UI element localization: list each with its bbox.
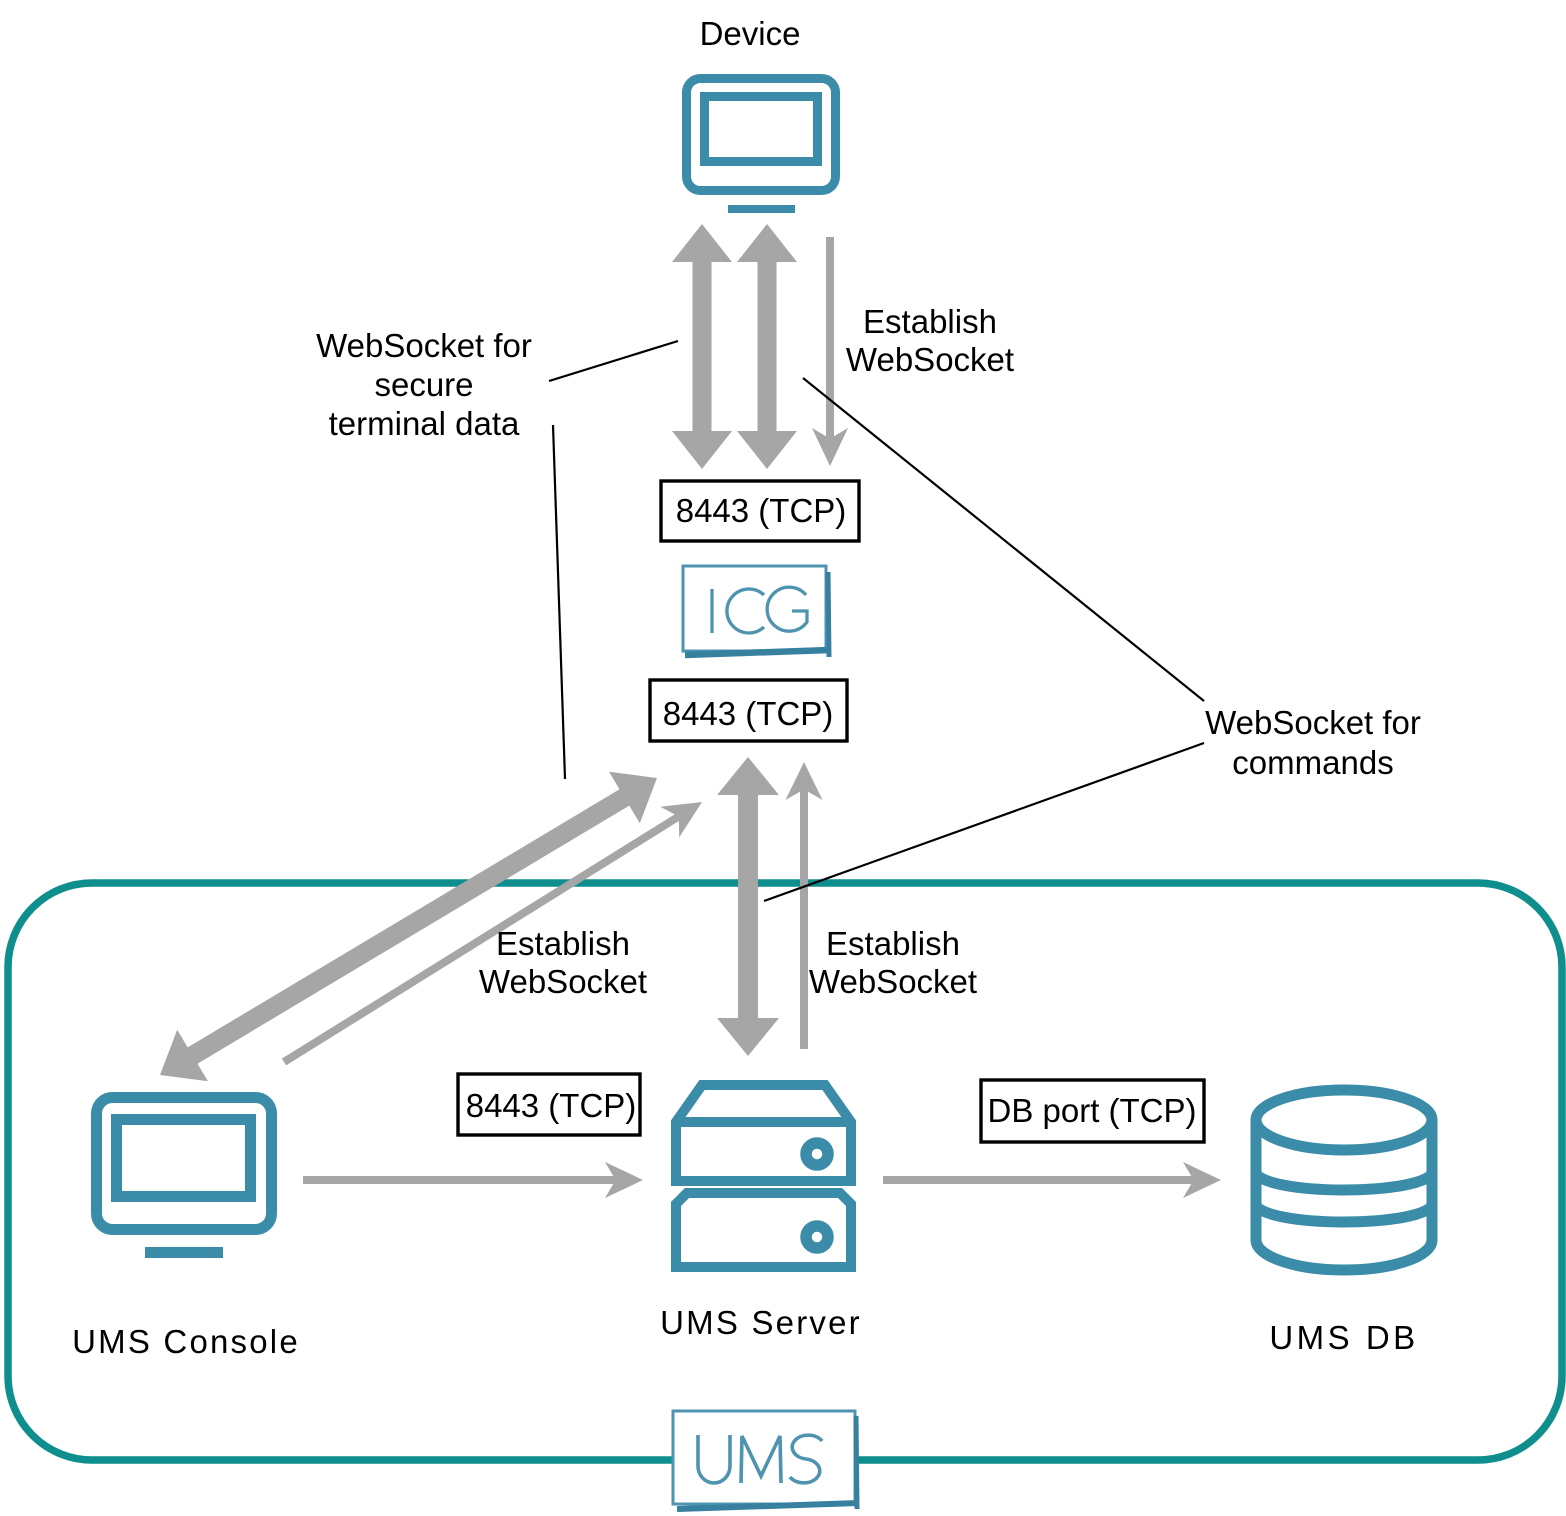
svg-text:Establish: Establish (863, 303, 997, 340)
svg-text:WebSocket for: WebSocket for (316, 327, 532, 364)
svg-text:Device: Device (700, 15, 801, 52)
svg-text:UMS DB: UMS DB (1269, 1319, 1418, 1356)
svg-text:commands: commands (1232, 744, 1393, 781)
svg-text:8443 (TCP): 8443 (TCP) (466, 1087, 637, 1124)
svg-text:WebSocket for: WebSocket for (1205, 704, 1421, 741)
svg-text:WebSocket: WebSocket (846, 341, 1014, 378)
svg-text:terminal data: terminal data (329, 405, 520, 442)
svg-text:Establish: Establish (496, 925, 630, 962)
svg-text:DB port (TCP): DB port (TCP) (987, 1092, 1196, 1129)
svg-text:WebSocket: WebSocket (809, 963, 977, 1000)
svg-text:8443 (TCP): 8443 (TCP) (676, 492, 847, 529)
svg-text:secure: secure (374, 366, 473, 403)
svg-text:UMS Server: UMS Server (660, 1304, 862, 1341)
svg-text:Establish: Establish (826, 925, 960, 962)
svg-text:UMS Console: UMS Console (72, 1323, 300, 1360)
svg-text:WebSocket: WebSocket (479, 963, 647, 1000)
svg-text:8443 (TCP): 8443 (TCP) (663, 695, 834, 732)
